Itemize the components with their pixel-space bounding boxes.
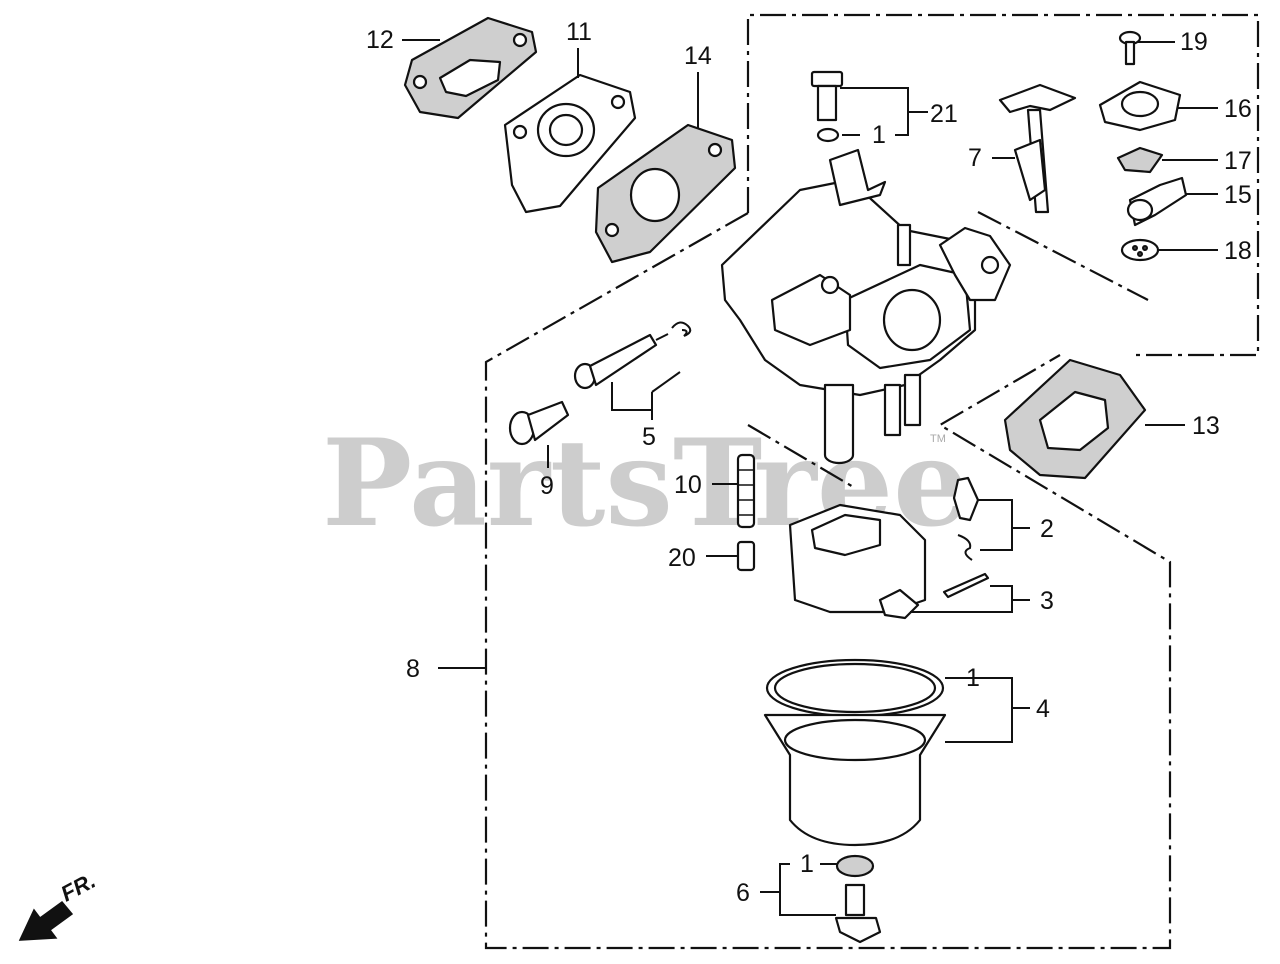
part-6-drain-bolt <box>834 854 882 944</box>
callout-5: 5 <box>642 423 656 451</box>
callout-15: 15 <box>1224 181 1252 209</box>
part-19-screw <box>1118 30 1142 66</box>
callout-20: 20 <box>668 544 696 572</box>
callout-13: 13 <box>1192 412 1220 440</box>
callout-3: 3 <box>1040 587 1054 615</box>
part-15-lever <box>1126 176 1188 227</box>
front-arrow-icon <box>18 900 74 941</box>
part-17-washer <box>1116 146 1164 174</box>
callout-18: 18 <box>1224 237 1252 265</box>
part-13-gasket <box>1003 358 1147 480</box>
callout-16: 16 <box>1224 95 1252 123</box>
callout-7: 7 <box>968 144 982 172</box>
part-2-float-valve <box>952 476 980 561</box>
callout-14: 14 <box>684 42 712 70</box>
callout-1-drain: 1 <box>800 850 814 878</box>
callout-4: 4 <box>1036 695 1050 723</box>
callout-12: 12 <box>366 26 394 54</box>
callout-9: 9 <box>540 472 554 500</box>
part-10-main-jet <box>736 453 756 529</box>
part-5-pilot-screw <box>573 321 692 390</box>
float <box>788 503 927 620</box>
part-3-float-pin <box>942 572 990 599</box>
front-direction-indicator: FR. <box>18 868 100 941</box>
callout-6: 6 <box>736 879 750 907</box>
leader-lines <box>402 39 1218 916</box>
watermark-trademark: TM <box>930 433 946 445</box>
part-12-gasket <box>403 16 538 120</box>
callout-10: 10 <box>674 471 702 499</box>
part-20-jet <box>736 540 756 572</box>
part-4-float-bowl <box>763 658 947 847</box>
part-11-insulator <box>503 73 637 214</box>
callout-21: 21 <box>930 100 958 128</box>
carburetor-body <box>720 148 1012 465</box>
callout-1-top: 1 <box>872 121 886 149</box>
part-9-screw <box>508 400 570 446</box>
part-18-seal <box>1120 238 1160 262</box>
callout-1-bowl: 1 <box>966 664 980 692</box>
part-7-choke-shaft <box>998 83 1077 214</box>
front-direction-label: FR. <box>57 868 100 907</box>
part-21-screw-spring <box>810 70 844 143</box>
callout-2: 2 <box>1040 515 1054 543</box>
callout-17: 17 <box>1224 147 1252 175</box>
callout-11: 11 <box>566 18 592 46</box>
assembly-8-boundary <box>484 13 1260 950</box>
part-16-plate <box>1098 80 1182 132</box>
callout-19: 19 <box>1180 28 1208 56</box>
part-14-gasket <box>594 123 737 264</box>
callout-labels: 12 11 14 21 1 7 19 16 17 15 18 5 9 10 20… <box>366 18 1252 907</box>
callout-8: 8 <box>406 655 420 683</box>
